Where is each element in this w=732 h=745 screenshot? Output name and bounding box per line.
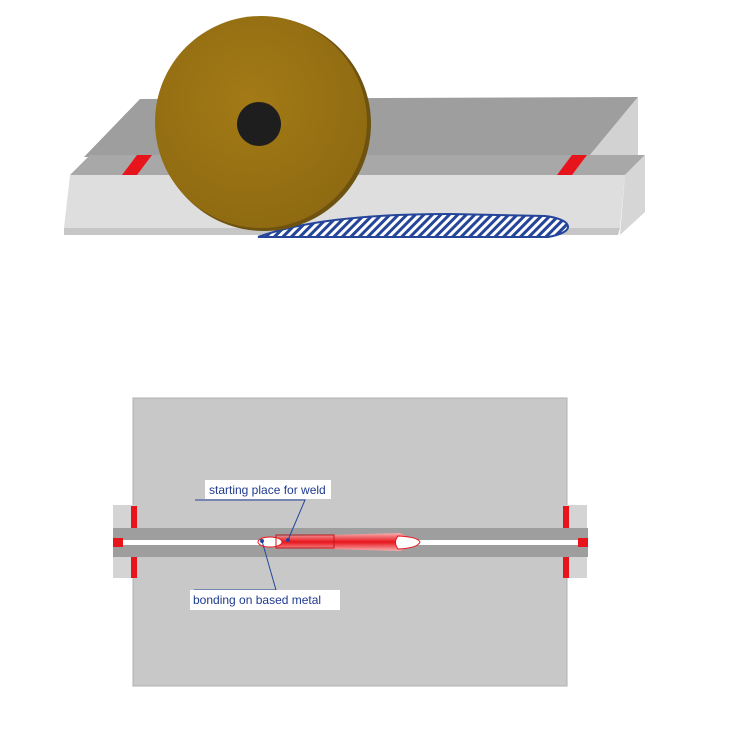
label-bonding-text: bonding on based metal [193, 593, 321, 607]
leader-line-start [195, 499, 306, 541]
label-bonding: bonding on based metal [190, 590, 340, 610]
weld-end-tip [395, 535, 421, 550]
weld-start-box [275, 534, 335, 549]
right-red-marker [557, 155, 587, 175]
axle-hub-icon [237, 102, 281, 146]
leader-dot-bonding [260, 539, 264, 543]
left-red-marker [122, 155, 152, 175]
weld-bead [257, 533, 421, 551]
leader-dot-start [286, 538, 290, 542]
seam-strip-upper [113, 528, 588, 540]
seam-weld-perspective [64, 16, 645, 238]
left-red-marker-lower [131, 557, 137, 578]
right-red-marker-upper [563, 506, 569, 528]
seam-strip-lower [113, 545, 588, 557]
label-starting-place-text: starting place for weld [209, 483, 326, 497]
weld-nugget-hatch [257, 212, 569, 238]
weld-top-view: starting place for weld bonding on based… [113, 397, 588, 687]
right-red-marker-center [578, 538, 588, 547]
left-red-marker-center [113, 538, 123, 547]
label-starting-place: starting place for weld [205, 480, 331, 499]
front-plate-side [620, 155, 645, 235]
left-red-marker-upper [131, 506, 137, 528]
welding-wheel-icon [155, 16, 371, 231]
right-red-marker-lower [563, 557, 569, 578]
